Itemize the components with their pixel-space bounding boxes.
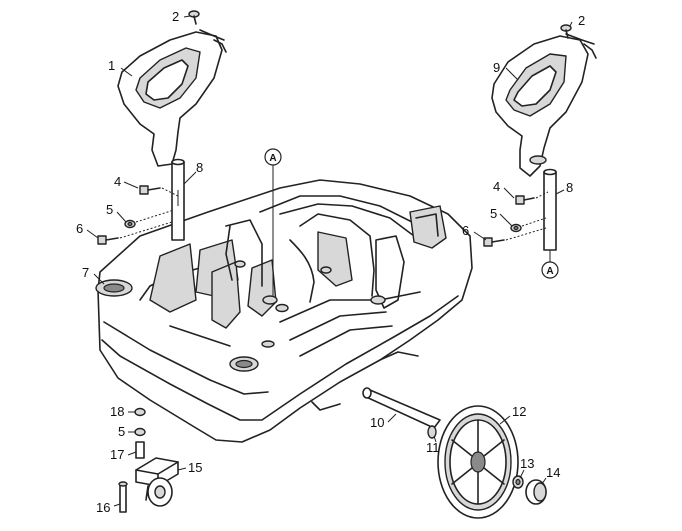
part-labels: 2 1 2 9 8 4 5 6 4 5 6 8 7 18 5 17 15 16 … [76, 9, 585, 515]
leader-lines [86, 15, 573, 507]
nut-13 [512, 475, 524, 489]
screw-2-left [188, 10, 200, 25]
part-label-15: 15 [188, 460, 202, 475]
handle-right [491, 33, 597, 177]
part-label-2-left: 2 [172, 9, 179, 24]
part-label-5-caster: 5 [118, 424, 125, 439]
tube-left [171, 158, 185, 241]
part-label-6-left: 6 [76, 221, 83, 236]
screw-4-left [139, 185, 161, 195]
washer-11 [427, 425, 437, 439]
washer-5-right [510, 223, 522, 233]
reference-a-marker-top: A [264, 148, 282, 296]
screw-2-right [560, 24, 572, 39]
washer-5-left [124, 219, 136, 229]
part-label-1: 1 [108, 58, 115, 73]
wheel [437, 405, 519, 519]
part-label-9: 9 [493, 60, 500, 75]
part-label-5-right: 5 [490, 206, 497, 221]
part-label-4-left: 4 [114, 174, 121, 189]
part-label-13: 13 [520, 456, 534, 471]
part-label-10: 10 [370, 415, 384, 430]
screw-6-right [483, 237, 505, 247]
part-label-18: 18 [110, 404, 124, 419]
part-label-5-left: 5 [106, 202, 113, 217]
part-label-8-right: 8 [566, 180, 573, 195]
reference-a-label-right: A [546, 266, 553, 277]
part-label-12: 12 [512, 404, 526, 419]
part-label-16: 16 [96, 500, 110, 515]
part-label-17: 17 [110, 447, 124, 462]
part-label-8-left: 8 [196, 160, 203, 175]
part-label-11: 11 [426, 440, 440, 455]
part-label-7: 7 [82, 265, 89, 280]
caster-assembly [118, 407, 179, 513]
reference-a-label-top: A [269, 153, 276, 164]
part-label-2-right: 2 [578, 13, 585, 28]
part-label-14: 14 [546, 465, 560, 480]
part-label-4-right: 4 [493, 179, 500, 194]
hub-cap-14 [525, 479, 547, 505]
part-label-6-right: 6 [462, 223, 469, 238]
tube-right [543, 168, 557, 251]
screw-4-right [515, 195, 535, 205]
reference-a-marker-right: A [541, 250, 559, 279]
axle [362, 387, 441, 429]
chassis-body [95, 179, 473, 443]
handle-left [117, 29, 227, 167]
screw-6-left [97, 235, 119, 245]
